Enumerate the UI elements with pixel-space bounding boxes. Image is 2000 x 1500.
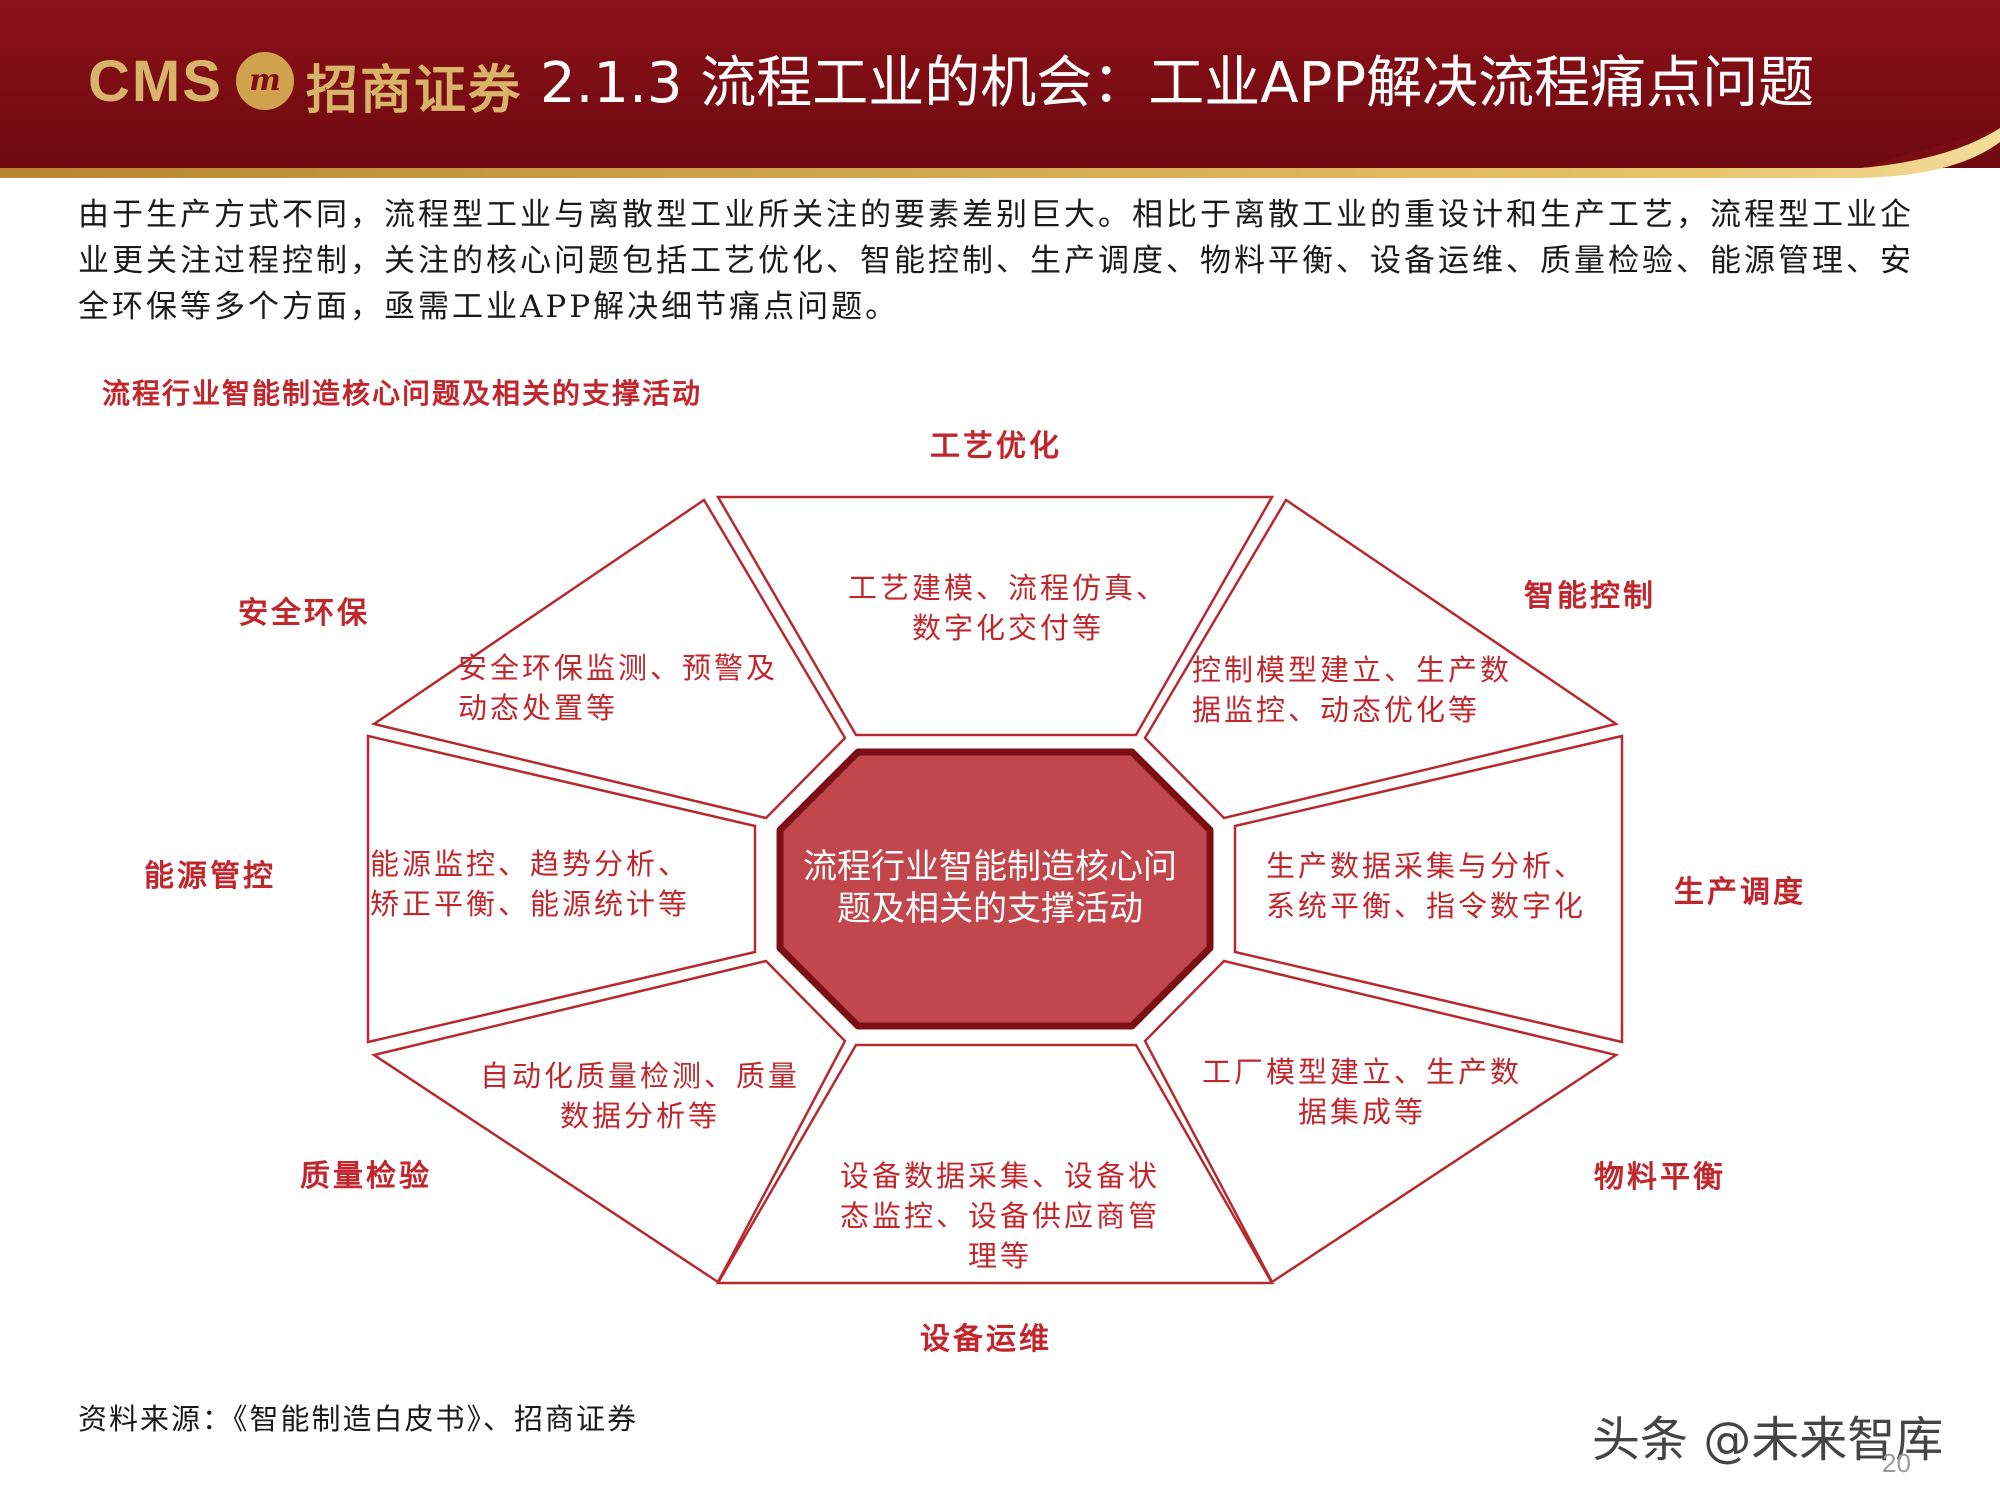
segment-text-line: 态监控、设备供应商管 xyxy=(839,1199,1160,1233)
segment-text-line: 系统平衡、指令数字化 xyxy=(1266,889,1587,923)
header-background xyxy=(0,0,2000,178)
center-label-line1: 流程行业智能制造核心问 xyxy=(803,847,1177,887)
segment-text-line: 设备数据采集、设备状 xyxy=(839,1159,1160,1193)
segment-text-line: 据集成等 xyxy=(1297,1095,1426,1129)
segment-shape-top xyxy=(715,495,1275,737)
center-octagon xyxy=(776,748,1214,1030)
segment-text-line: 矫正平衡、能源统计等 xyxy=(370,887,691,921)
page-title: 2.1.3 流程工业的机会：工业APP解决流程痛点问题 xyxy=(540,51,1815,116)
category-label-bottom-left: 质量检验 xyxy=(300,1159,432,1194)
segment-text-line: 自动化质量检测、质量 xyxy=(479,1059,800,1093)
category-label-top: 工艺优化 xyxy=(930,429,1062,464)
segment-text-line: 理等 xyxy=(967,1239,1032,1273)
intro-paragraph: 由于生产方式不同，流程型工业与离散型工业所关注的要素差别巨大。相比于离散工业的重… xyxy=(78,197,1914,325)
segment-shape-top-left xyxy=(370,498,847,820)
segment-text-bottom: 设备数据采集、设备状 态监控、设备供应商管 理等 xyxy=(800,1156,1200,1276)
segment-text-left: 能源监控、趋势分析、 矫正平衡、能源统计等 xyxy=(370,844,750,924)
category-label-bottom: 设备运维 xyxy=(920,1322,1052,1357)
watermark: 头条 @未来智库 xyxy=(1592,1412,1944,1468)
segment-text-line: 生产数据采集与分析、 xyxy=(1266,849,1587,883)
category-label-bottom-right: 物料平衡 xyxy=(1594,1160,1726,1195)
segment-text-line: 控制模型建立、生产数 xyxy=(1192,653,1513,687)
segment-text-line: 能源监控、趋势分析、 xyxy=(370,847,691,881)
segment-text-line: 安全环保监测、预警及 xyxy=(458,651,779,685)
segment-text-bottom-right: 工厂模型建立、生产数 据集成等 xyxy=(1162,1052,1562,1132)
logo-company-name: 招商证券 xyxy=(306,60,523,121)
logo-cms-text: CMS xyxy=(88,49,223,114)
segment-shape-right xyxy=(1233,734,1624,1044)
page-number: 20 xyxy=(1882,1448,1911,1478)
segment-shape-left xyxy=(366,734,757,1044)
segment-shape-bottom-left xyxy=(370,959,847,1284)
segment-text-line: 据监控、动态优化等 xyxy=(1192,693,1481,727)
figure-title: 流程行业智能制造核心问题及相关的支撑活动 xyxy=(102,377,703,410)
segment-text-line: 数据分析等 xyxy=(559,1099,720,1133)
segment-text-right: 生产数据采集与分析、 系统平衡、指令数字化 xyxy=(1266,846,1646,926)
segment-shape-bottom xyxy=(715,1043,1275,1285)
segment-text-bottom-left: 自动化质量检测、质量 数据分析等 xyxy=(440,1056,840,1136)
segment-text-line: 动态处置等 xyxy=(458,691,619,725)
category-label-right: 生产调度 xyxy=(1674,875,1806,910)
center-label: 流程行业智能制造核心问 题及相关的支撑活动 xyxy=(790,846,1190,930)
segment-text-line: 数字化交付等 xyxy=(911,611,1104,645)
segment-text-line: 工厂模型建立、生产数 xyxy=(1201,1055,1522,1089)
segment-text-top-right: 控制模型建立、生产数 据监控、动态优化等 xyxy=(1192,650,1572,730)
segment-shape-bottom-right xyxy=(1143,959,1620,1284)
segment-text-line: 工艺建模、流程仿真、 xyxy=(847,571,1168,605)
center-label-line2: 题及相关的支撑活动 xyxy=(837,889,1143,929)
category-label-top-left: 安全环保 xyxy=(238,596,370,631)
category-label-left: 能源管控 xyxy=(144,859,276,894)
logo-emblem-icon: m xyxy=(236,52,294,110)
category-label-top-right: 智能控制 xyxy=(1524,579,1656,614)
source-note: 资料来源：《智能制造白皮书》、招商证券 xyxy=(78,1402,639,1436)
segment-shape-top-right xyxy=(1143,498,1620,820)
header-banner: CMS m 招商证券 2.1.3 流程工业的机会：工业APP解决流程痛点问题 xyxy=(0,0,2000,180)
segment-text-top: 工艺建模、流程仿真、 数字化交付等 xyxy=(808,568,1208,648)
segment-text-top-left: 安全环保监测、预警及 动态处置等 xyxy=(458,648,838,728)
